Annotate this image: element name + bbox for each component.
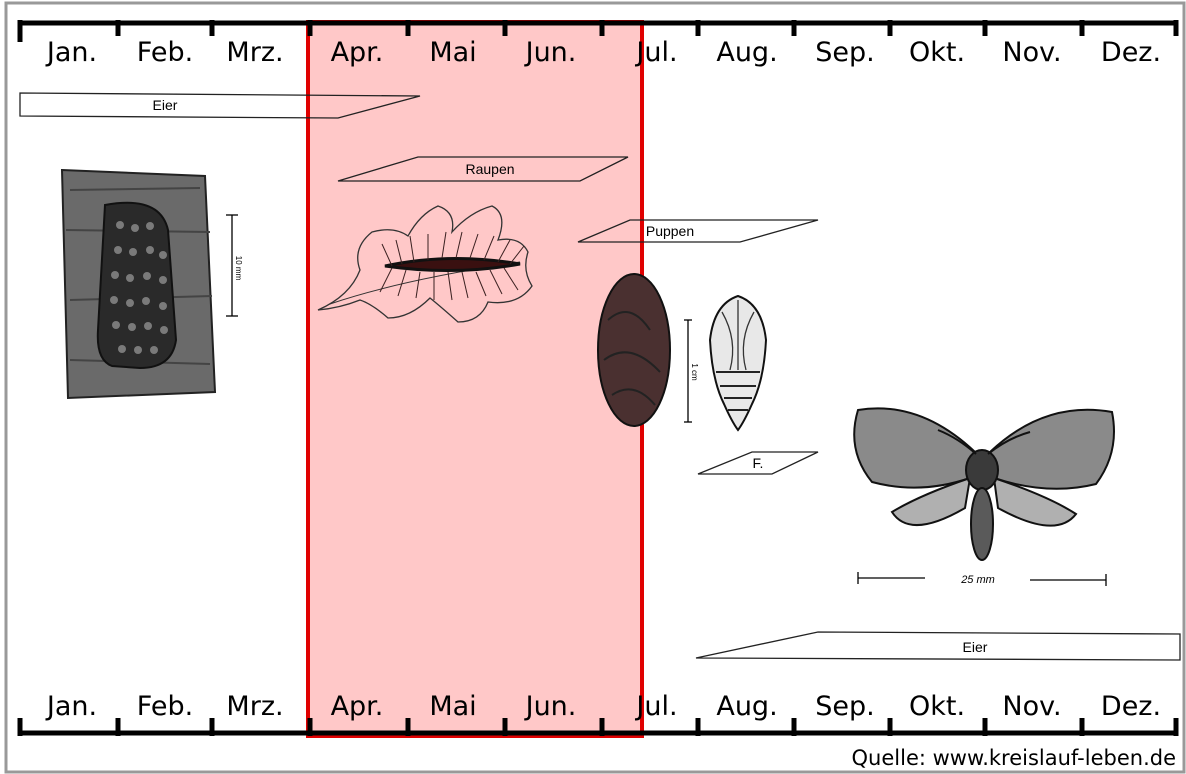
pupa-illustration xyxy=(710,296,766,430)
source-credit: Quelle: www.kreislauf-leben.de xyxy=(852,746,1176,770)
month-label: Feb. xyxy=(118,38,212,68)
month-label: Jan. xyxy=(25,692,119,722)
stage-label-falter: F. xyxy=(753,455,764,471)
month-label: Jun. xyxy=(504,692,598,722)
month-label: Feb. xyxy=(118,692,212,722)
month-label: Nov. xyxy=(985,692,1079,722)
month-label: Mrz. xyxy=(208,692,302,722)
month-label: Aug. xyxy=(700,692,794,722)
month-label: Jul. xyxy=(610,38,704,68)
stage-band-eier-end xyxy=(696,632,1180,660)
moth-illustration xyxy=(854,408,1114,586)
month-label: Nov. xyxy=(985,38,1079,68)
month-label: Jul. xyxy=(610,692,704,722)
month-label: Okt. xyxy=(890,692,984,722)
stage-label-eier-start: Eier xyxy=(153,97,178,113)
month-label: Dez. xyxy=(1084,692,1178,722)
month-label: Okt. xyxy=(890,38,984,68)
stage-label-raupen: Raupen xyxy=(465,161,514,177)
month-label: Dez. xyxy=(1084,38,1178,68)
cocoon-illustration xyxy=(598,274,692,426)
month-label: Jan. xyxy=(25,38,119,68)
month-label: Apr. xyxy=(310,38,404,68)
month-label: Aug. xyxy=(700,38,794,68)
highlight-region xyxy=(308,22,642,736)
month-label: Mai xyxy=(406,38,500,68)
month-label: Mrz. xyxy=(208,38,302,68)
stage-label-eier-end: Eier xyxy=(963,639,988,655)
month-label: Jun. xyxy=(504,38,598,68)
month-label: Sep. xyxy=(798,692,892,722)
egg-scale-label: 10 mm xyxy=(234,256,243,281)
pupa-scale-label: 1 cm xyxy=(690,363,699,381)
month-label: Mai xyxy=(406,692,500,722)
month-label: Sep. xyxy=(798,38,892,68)
moth-scale-label: 25 mm xyxy=(960,574,995,586)
stage-label-puppen: Puppen xyxy=(646,223,694,239)
month-label: Apr. xyxy=(310,692,404,722)
egg-mass-illustration xyxy=(62,170,238,398)
